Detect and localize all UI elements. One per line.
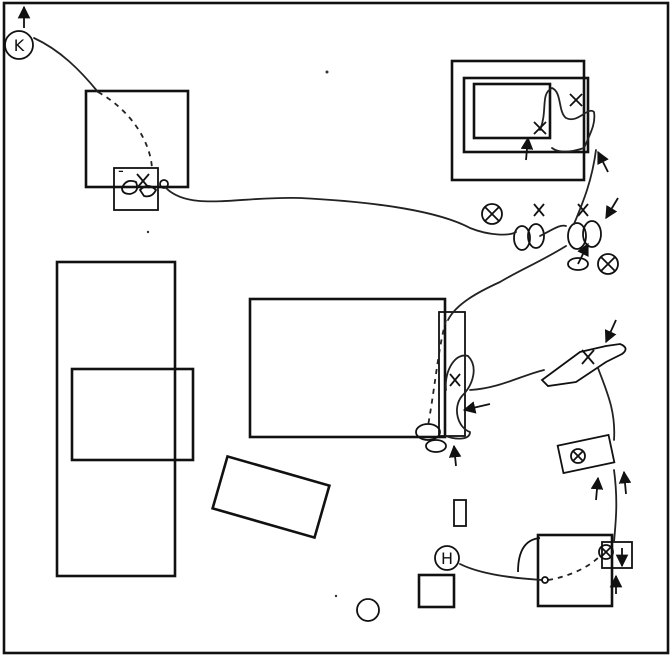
cabinet-lamp [517,537,541,573]
route-path-1-dashed [97,91,153,169]
small-box-bottom [417,573,456,609]
route-path-10 [459,563,543,581]
start-marker-label: K [14,36,25,55]
x-mark-icon [533,93,583,135]
arrow-icon [605,197,619,220]
route-path-7 [469,369,545,391]
circled-x-icon [598,544,614,560]
small-circle-bottom [356,598,380,622]
arrow-icon [520,136,534,161]
table-top-left [84,89,190,189]
small-item [453,499,467,527]
tv-frame [462,76,590,154]
end-marker: H [434,545,460,571]
route-end-dot [541,576,549,584]
sofa-left-outer [55,260,177,578]
footprint-icon [513,220,602,271]
path-loop-center [444,354,475,440]
route-path-10-dashed [547,555,601,581]
arrow-icon [577,242,589,265]
footprint-icon [121,179,158,198]
circled-x-icon [159,179,169,189]
arrow-icon [618,470,632,495]
cabinet-top-right [450,59,586,182]
arrow-icon [604,319,617,344]
circled-x-icon [570,448,586,464]
x-mark-icon [449,373,461,387]
speck [325,70,329,74]
table-rotated [211,454,331,540]
route-path-5 [447,245,567,321]
svg-text:-: - [118,161,124,180]
start-marker: K [4,5,34,60]
x-mark-icon [581,349,595,365]
device-right [556,433,616,475]
route-path-4 [573,149,597,225]
footprint-icon [415,423,441,441]
arrow-icon [597,150,609,173]
end-marker-label: H [441,549,453,568]
route-path-3 [539,224,567,237]
cabinet-bottom-right [536,533,614,608]
arrow-icon [590,476,604,501]
tv-screen [472,82,552,140]
arrow-icon [448,444,462,467]
route-path-2 [165,187,517,236]
chair-top-left [113,167,159,211]
arrow-icon [462,401,491,414]
speck [146,230,150,234]
route-path-1 [33,37,99,93]
circled-x-icon [481,203,619,275]
bottle-object [540,343,627,387]
x-mark-icon [533,203,589,217]
speck [334,594,338,598]
x-mark-icon [136,173,150,189]
route-path-6-dashed [427,319,447,427]
table-center [248,297,447,439]
route-path-9 [613,469,618,543]
chair-center-right [438,311,466,437]
route-path-8 [597,367,616,441]
path-loop-tv [539,87,596,153]
sofa-left-inner [70,367,195,462]
footprint-icon [425,439,447,453]
